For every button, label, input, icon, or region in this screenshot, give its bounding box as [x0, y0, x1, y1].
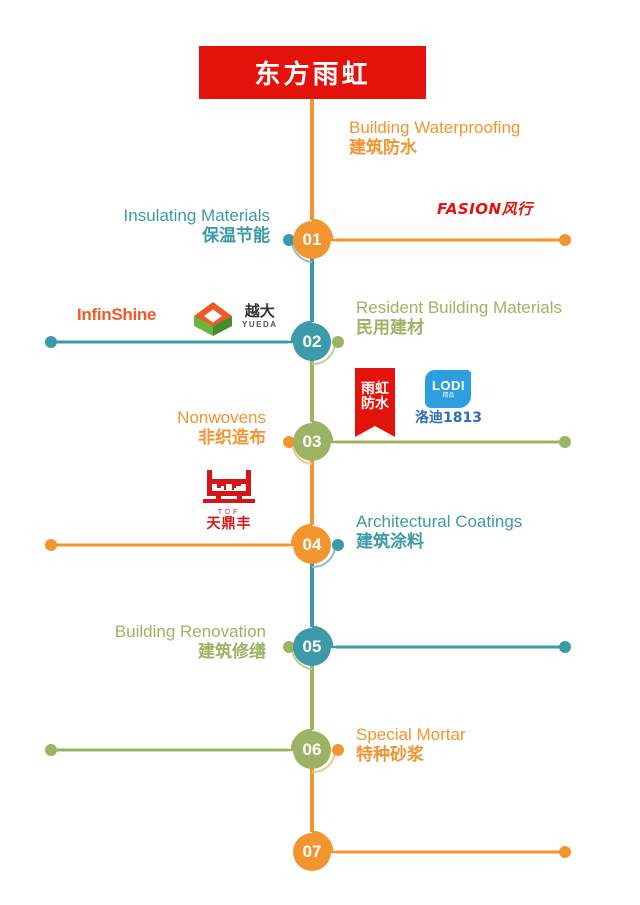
branch-dot-02 — [45, 336, 57, 348]
tiandingfeng-logo-en: TDF — [217, 509, 241, 516]
yueda-box-icon — [194, 302, 232, 336]
company-banner: 东方雨虹 — [199, 46, 426, 99]
ding-vessel-icon — [203, 470, 255, 503]
lodi-logo-main: LODI — [431, 378, 466, 393]
node-01-label: 01 — [302, 230, 322, 249]
yuhong-logo-line1: 雨虹 — [361, 381, 389, 398]
label-insulating-materials: Insulating Materials 保温节能 — [0, 206, 270, 246]
label-architectural-coatings-cn: 建筑涂料 — [356, 532, 424, 553]
node-05[interactable]: 05 — [293, 628, 331, 666]
feed-dot-02 — [332, 336, 344, 348]
company-name: 东方雨虹 — [254, 60, 371, 90]
label-insulating-materials-cn: 保温节能 — [202, 226, 270, 247]
label-resident-building-materials: Resident Building Materials 民用建材 — [356, 298, 562, 338]
node-02-label: 02 — [302, 332, 322, 351]
node-04-label: 04 — [302, 535, 322, 554]
branch-dot-01 — [559, 234, 571, 246]
fasion-logo: FASION风行 — [437, 198, 533, 219]
node-05-label: 05 — [302, 637, 322, 656]
feed-dot-04 — [332, 539, 344, 551]
label-special-mortar-en: Special Mortar — [356, 725, 466, 744]
node-03[interactable]: 03 — [293, 423, 331, 461]
branch-curve-03 — [311, 420, 336, 444]
lodi-logo-cn: 洛迪1813 — [415, 410, 482, 426]
yueda-logo-en: YUEDA — [242, 319, 278, 329]
label-insulating-materials-en: Insulating Materials — [123, 206, 270, 225]
fasion-logo-cn: 风行 — [501, 200, 533, 218]
lodi-badge-icon: LODI 精品 — [425, 370, 472, 408]
label-building-waterproofing-cn: 建筑防水 — [349, 138, 417, 159]
label-special-mortar: Special Mortar 特种砂浆 — [356, 725, 466, 765]
label-resident-building-materials-en: Resident Building Materials — [356, 298, 562, 317]
yuhong-fangshui-logo: 雨虹 防水 — [355, 368, 395, 437]
node-03-label: 03 — [302, 432, 322, 451]
branch-dot-07 — [559, 846, 571, 858]
branch-dot-05 — [559, 641, 571, 653]
node-04[interactable]: 04 — [293, 526, 331, 564]
branch-dot-06 — [45, 744, 57, 756]
yueda-logo-text: 越大 YUEDA — [242, 301, 278, 329]
label-architectural-coatings: Architectural Coatings 建筑涂料 — [356, 512, 522, 552]
label-nonwovens: Nonwovens 非织造布 — [0, 408, 266, 448]
feed-dot-03 — [283, 436, 295, 448]
label-architectural-coatings-en: Architectural Coatings — [356, 512, 523, 531]
label-nonwovens-cn: 非织造布 — [198, 428, 266, 449]
node-02[interactable]: 02 — [293, 323, 331, 361]
label-building-waterproofing: Building Waterproofing 建筑防水 — [349, 118, 520, 158]
infinshine-logo: InfinShine — [77, 305, 156, 325]
yuhong-banner-icon: 雨虹 防水 — [355, 368, 395, 437]
node-06-label: 06 — [302, 740, 322, 759]
lodi-logo-sub: 精品 — [442, 392, 455, 399]
node-07-label: 07 — [302, 842, 322, 861]
branch-curve-01 — [311, 218, 336, 242]
branch-curve-05 — [311, 625, 336, 649]
label-building-waterproofing-en: Building Waterproofing — [349, 118, 521, 137]
yueda-logo-cn: 越大 — [244, 301, 275, 320]
yueda-logo: 越大 YUEDA — [190, 296, 278, 336]
yuhong-logo-line2: 防水 — [361, 396, 389, 412]
feed-dot-01 — [283, 234, 295, 246]
label-building-renovation-en: Building Renovation — [114, 622, 266, 641]
label-special-mortar-cn: 特种砂浆 — [356, 745, 424, 766]
tiandingfeng-logo-cn: 天鼎丰 — [206, 516, 252, 532]
label-resident-building-materials-cn: 民用建材 — [356, 318, 424, 339]
node-06[interactable]: 06 — [293, 731, 331, 769]
branch-dot-03 — [559, 436, 571, 448]
node-01[interactable]: 01 — [293, 221, 331, 259]
label-nonwovens-en: Nonwovens — [177, 408, 266, 427]
tiandingfeng-logo: TDF 天鼎丰 — [201, 468, 257, 531]
node-07[interactable]: 07 — [293, 833, 331, 871]
lodi-logo: LODI 精品 洛迪1813 — [415, 370, 482, 425]
feed-dot-06 — [332, 744, 344, 756]
label-building-renovation: Building Renovation 建筑修缮 — [0, 622, 266, 662]
fasion-logo-latin: FASION — [437, 200, 502, 218]
label-building-renovation-cn: 建筑修缮 — [198, 642, 266, 663]
infinshine-logo-text: InfinShine — [77, 305, 157, 324]
branch-dot-04 — [45, 539, 57, 551]
feed-dot-05 — [283, 641, 295, 653]
branch-curve-07 — [311, 830, 336, 854]
